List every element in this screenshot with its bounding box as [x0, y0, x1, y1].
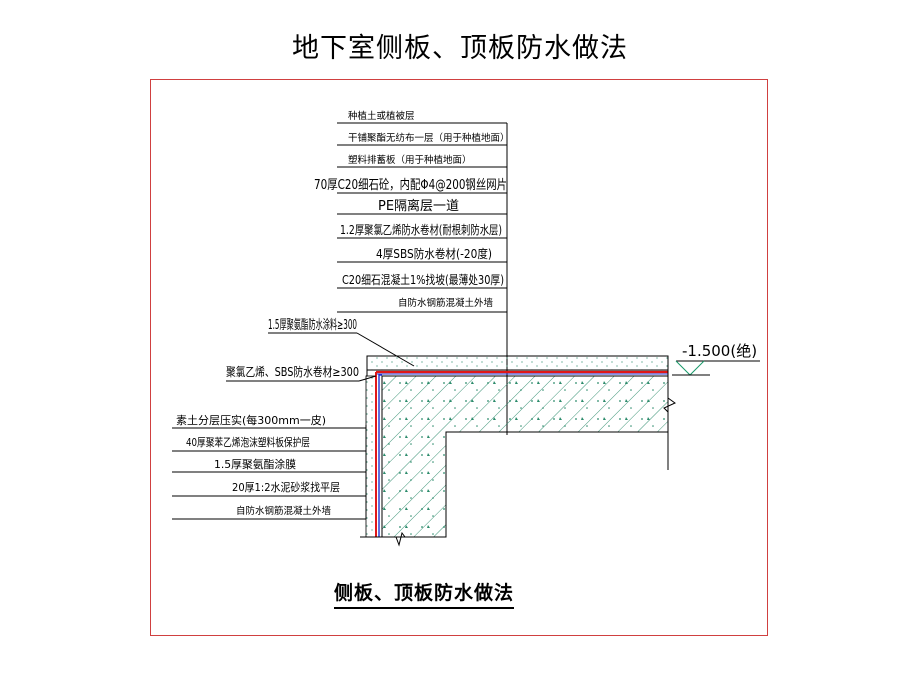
- roof-layer-6: 1.2厚聚氯乙烯防水卷材(耐根刺防水层): [340, 222, 502, 237]
- roof-layer-4: 70厚C20细石砼，内配Φ4@200钢丝网片: [314, 177, 507, 193]
- elevation-triangle-icon: [675, 360, 705, 376]
- wall-layer-5: 自防水钢筋混凝土外墙: [236, 505, 332, 517]
- roof-layer-7: 4厚SBS防水卷材(-20度): [376, 246, 492, 261]
- roof-topping-layer: [366, 355, 669, 371]
- wall-layer-4: 20厚1:2水泥砂浆找平层: [232, 480, 340, 494]
- sbs-leader: [358, 375, 377, 382]
- roof-layer-8: C20细石混凝土1%找坡(最薄处30厚): [342, 272, 504, 287]
- polyurethane-leader: [356, 332, 415, 367]
- bottom-break-line: [382, 531, 446, 547]
- drawing-caption: 侧板、顶板防水做法: [334, 578, 515, 609]
- polyurethane-note: 1.5厚聚氨酯防水涂料≥300: [268, 317, 357, 333]
- wall-membrane-blue: [378, 374, 382, 537]
- roof-layer-5: PE隔离层一道: [378, 198, 459, 214]
- page-title: 地下室侧板、顶板防水做法: [292, 33, 628, 64]
- roof-layer-9: 自防水钢筋混凝土外墙: [398, 297, 494, 309]
- sbs-lap-note: 聚氯乙烯、SBS防水卷材≥300: [226, 364, 359, 379]
- wall-protection-layer: [365, 375, 377, 538]
- roof-layer-1: 种植土或植被层: [348, 110, 415, 122]
- wall-layer-2: 40厚聚苯乙烯泡沫塑料板保护层: [186, 435, 310, 449]
- roof-layer-3: 塑料排蓄板（用于种植地面）: [348, 154, 472, 166]
- wall-layer-3: 1.5厚聚氨酯涂膜: [214, 457, 296, 471]
- roof-layer-2: 干铺聚酯无纺布一层（用于种植地面）: [348, 132, 510, 144]
- drawing-frame: [150, 79, 768, 636]
- right-break-line: [663, 356, 676, 470]
- wall-layer-1: 素土分层压实(每300mm一皮): [176, 413, 326, 427]
- elevation-label: -1.500(绝): [682, 342, 757, 360]
